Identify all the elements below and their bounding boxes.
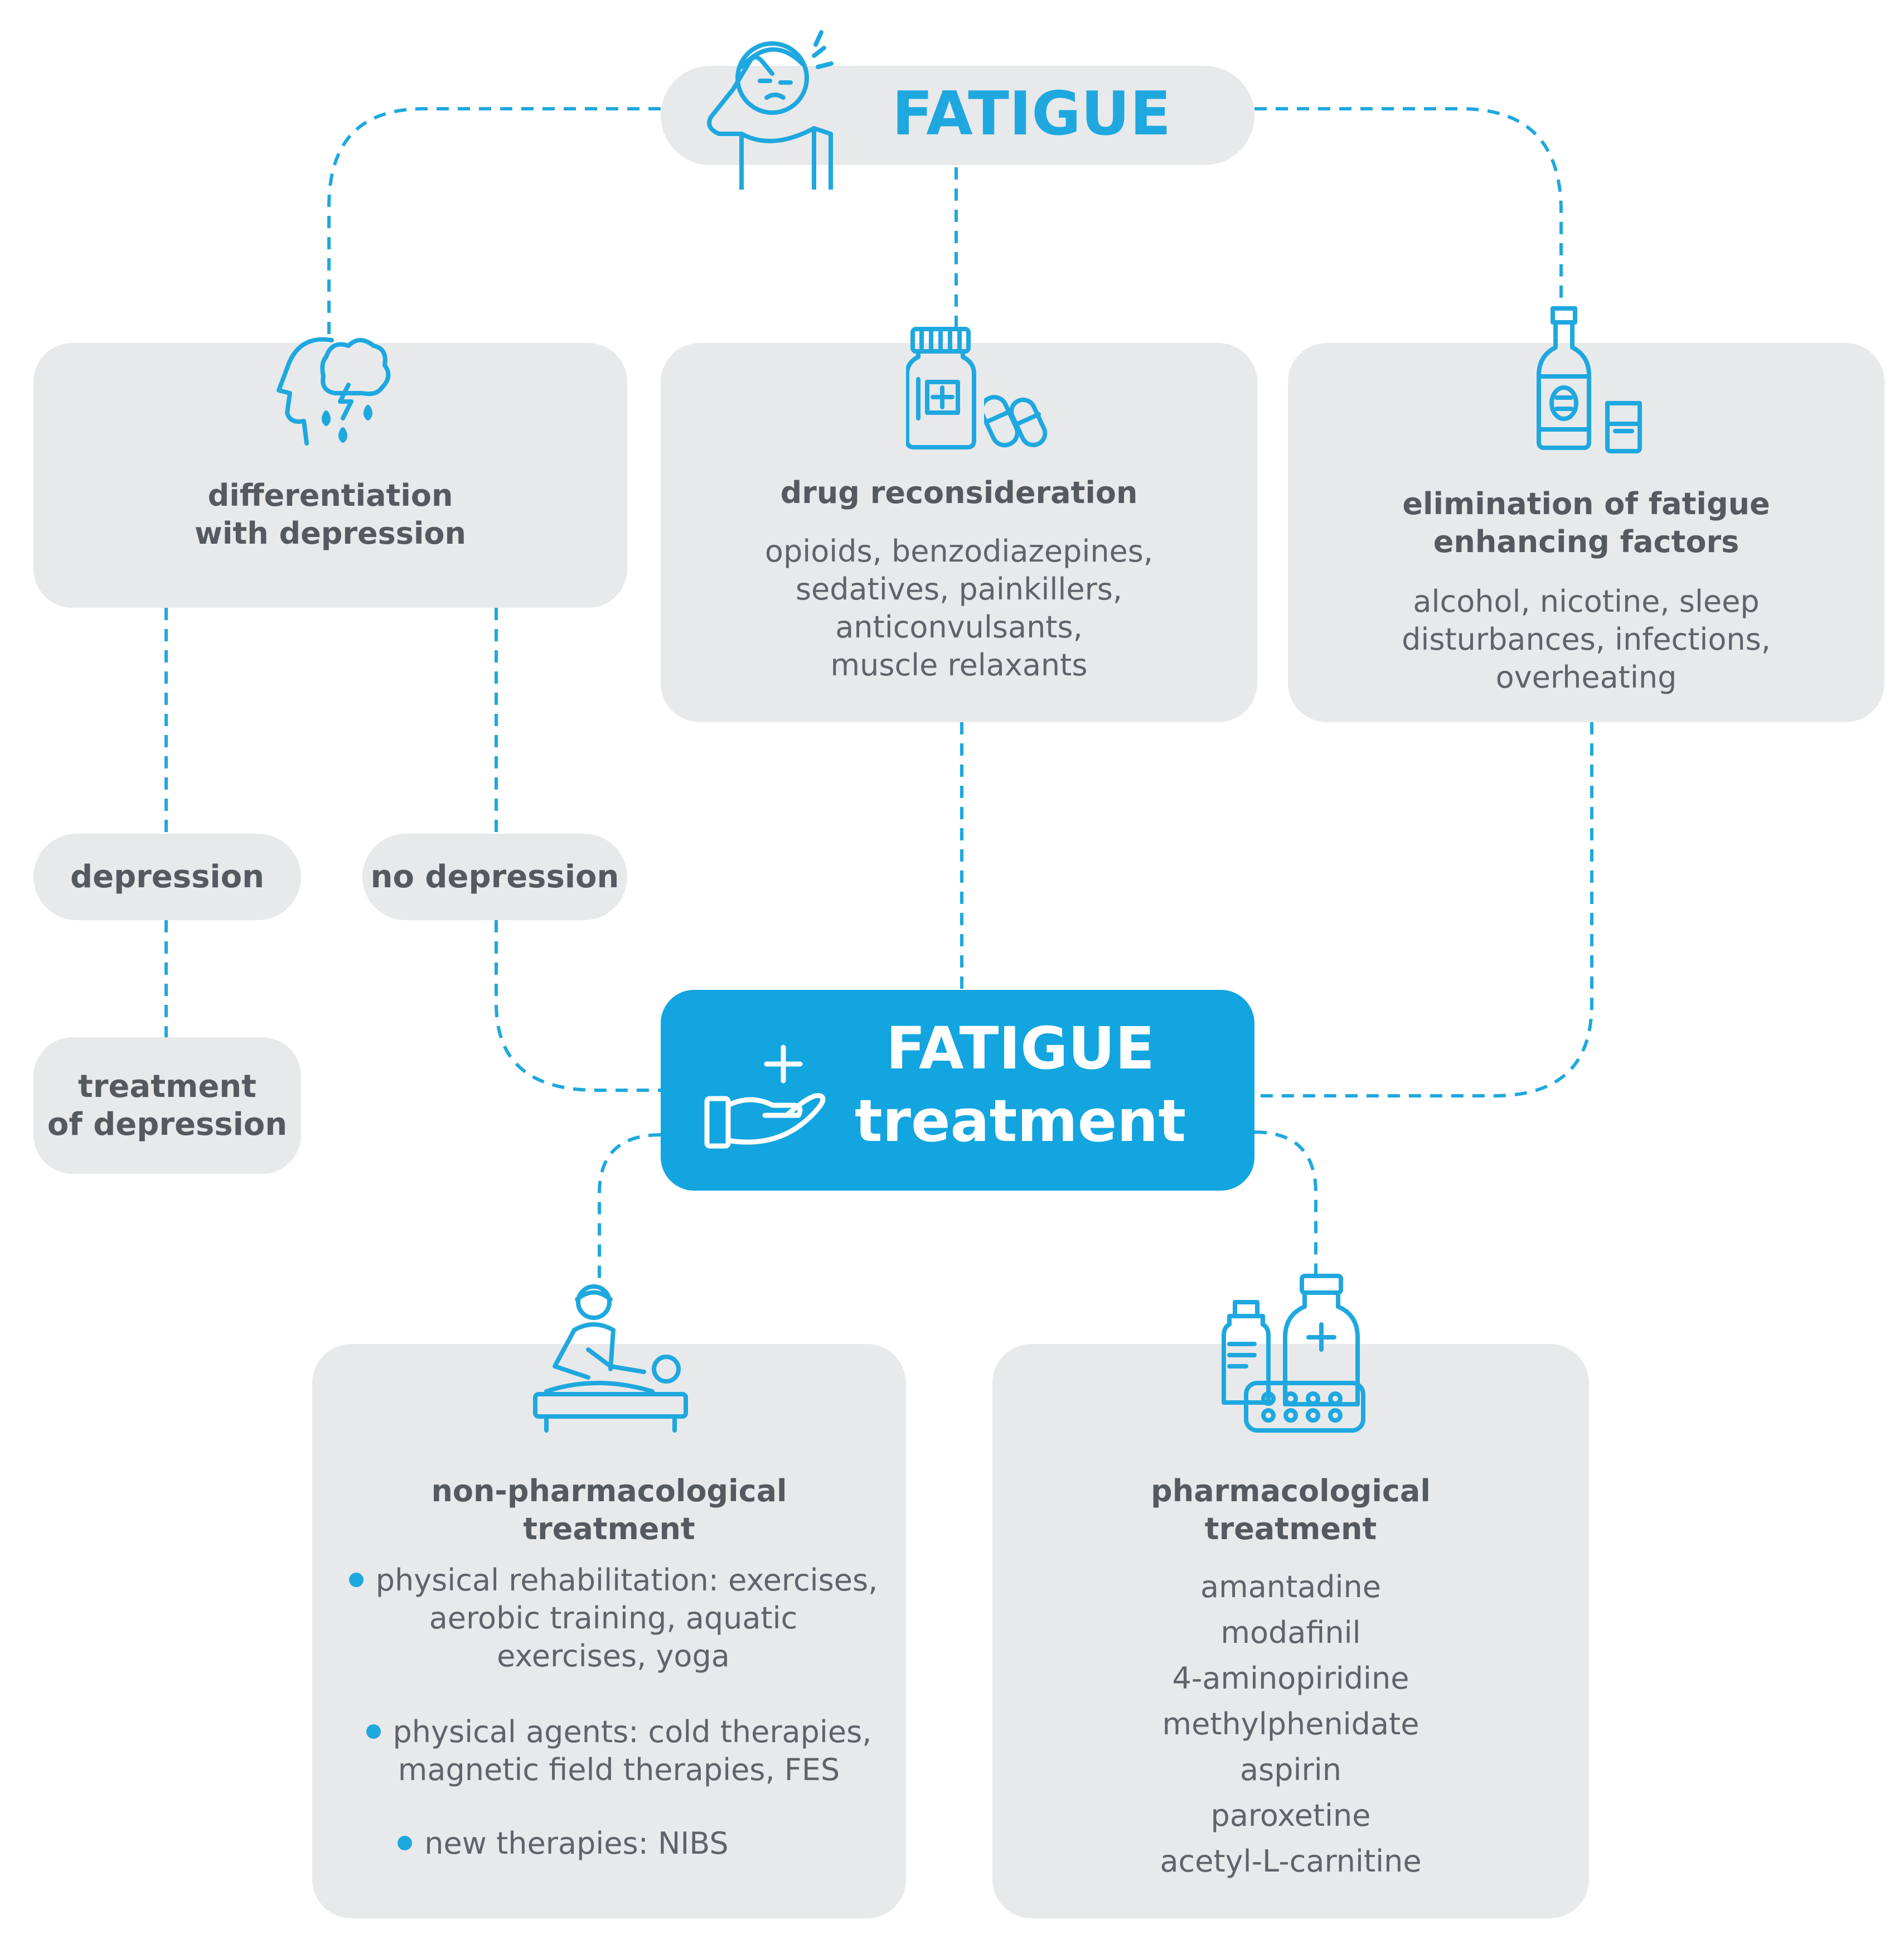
differentiation-box: differentiation with depression bbox=[33, 337, 627, 608]
nonpharm-bullet-3-line1: new therapies: NIBS bbox=[424, 1826, 729, 1861]
factors-line-1: alcohol, nicotine, sleep bbox=[1413, 584, 1760, 619]
non-pharmacological-box: non-pharmacological treatment physical r… bbox=[312, 1284, 906, 1918]
treatment-of-depression-box: treatment of depression bbox=[33, 1037, 301, 1174]
nonpharm-bullet-1-line3: exercises, yoga bbox=[497, 1638, 730, 1674]
nonpharm-bullet-1: physical rehabilitation: exercises, aero… bbox=[335, 1561, 892, 1675]
no-depression-pill: no depression bbox=[362, 834, 627, 920]
factors-line-3: overheating bbox=[1495, 660, 1677, 695]
treatment-depression-line1: treatment bbox=[78, 1068, 256, 1105]
factors-title-line2: enhancing factors bbox=[1433, 524, 1740, 559]
factors-line-2: disturbances, infections, bbox=[1402, 622, 1771, 657]
drug-methylphenidate: methylphenidate bbox=[1162, 1706, 1419, 1742]
nonpharm-bullet-2: physical agents: cold therapies, magneti… bbox=[346, 1713, 892, 1789]
nonpharm-title-line2: treatment bbox=[523, 1511, 695, 1546]
drug-aspirin: aspirin bbox=[1240, 1752, 1341, 1787]
bullet-dot bbox=[366, 1724, 381, 1739]
hand-plus-icon bbox=[704, 1045, 826, 1149]
tired-person-icon bbox=[707, 30, 834, 190]
drug-acetyl-l-carnitine: acetyl-L-carnitine bbox=[1160, 1844, 1422, 1879]
depression-pill: depression bbox=[33, 834, 301, 920]
medicine-bottle-icon bbox=[906, 327, 976, 449]
pharm-title-line2: treatment bbox=[1204, 1511, 1377, 1546]
drug-line-3: anticonvulsants, bbox=[835, 610, 1083, 645]
nonpharm-title-line1: non-pharmacological bbox=[431, 1473, 787, 1508]
fatigue-treatment-box: FATIGUE treatment bbox=[661, 990, 1254, 1191]
factors-box: elimination of fatigue enhancing factors… bbox=[1288, 306, 1884, 722]
drug-line-1: opioids, benzodiazepines, bbox=[764, 534, 1154, 569]
drug-reconsideration-box: drug reconsideration opioids, benzodiaze… bbox=[661, 327, 1257, 722]
differentiation-title-line2: with depression bbox=[195, 516, 466, 551]
liquor-bottle-icon bbox=[1537, 306, 1591, 450]
bullet-dot bbox=[348, 1573, 364, 1588]
nonpharm-bullet-1-line2: aerobic training, aquatic bbox=[429, 1600, 798, 1636]
connector-no-depression-to-center bbox=[495, 920, 661, 1092]
connector-fatigue-to-depression bbox=[327, 107, 661, 335]
nonpharm-bullet-3: new therapies: NIBS bbox=[368, 1825, 758, 1863]
nonpharm-bullet-1-line1: physical rehabilitation: exercises, bbox=[375, 1563, 878, 1598]
treatment-depression-line2: of depression bbox=[47, 1106, 288, 1143]
nonpharm-bullet-2-line2: magnetic field therapies, FES bbox=[398, 1752, 840, 1787]
nonpharm-bullets: physical rehabilitation: exercises, aero… bbox=[312, 1561, 906, 1896]
center-title-line1: FATIGUE bbox=[885, 1014, 1155, 1082]
drug-paroxetine: paroxetine bbox=[1210, 1798, 1371, 1833]
drug-line-2: sedatives, painkillers, bbox=[795, 572, 1123, 607]
drug-4-aminopiridine: 4-aminopiridine bbox=[1172, 1661, 1409, 1696]
pills-icon bbox=[984, 395, 1048, 448]
bullet-dot bbox=[398, 1836, 413, 1851]
nonpharm-bullet-2-line1: physical agents: cold therapies, bbox=[393, 1714, 872, 1749]
glass-icon bbox=[1605, 401, 1642, 453]
connector-center-to-pharm bbox=[1254, 1130, 1317, 1277]
differentiation-title-line1: differentiation bbox=[207, 478, 453, 513]
drug-amantadine: amantadine bbox=[1200, 1569, 1381, 1604]
drug-modafinil: modafinil bbox=[1220, 1615, 1361, 1650]
center-title-line2: treatment bbox=[854, 1087, 1186, 1155]
pharmacological-box: pharmacological treatment amantadine mod… bbox=[992, 1274, 1589, 1918]
connector-center-to-nonpharm bbox=[598, 1133, 661, 1283]
medications-icon bbox=[1222, 1274, 1365, 1433]
pharm-title-line1: pharmacological bbox=[1151, 1473, 1431, 1508]
connector-factors-to-center bbox=[1254, 722, 1593, 1097]
drug-line-4: muscle relaxants bbox=[830, 647, 1088, 683]
therapist-patient-icon bbox=[533, 1284, 688, 1433]
drug-title: drug reconsideration bbox=[780, 475, 1138, 510]
factors-title-line1: elimination of fatigue bbox=[1402, 486, 1770, 521]
head-storm-icon bbox=[277, 337, 391, 446]
fatigue-title: FATIGUE bbox=[892, 79, 1171, 149]
connector-fatigue-to-factors bbox=[1254, 107, 1563, 307]
